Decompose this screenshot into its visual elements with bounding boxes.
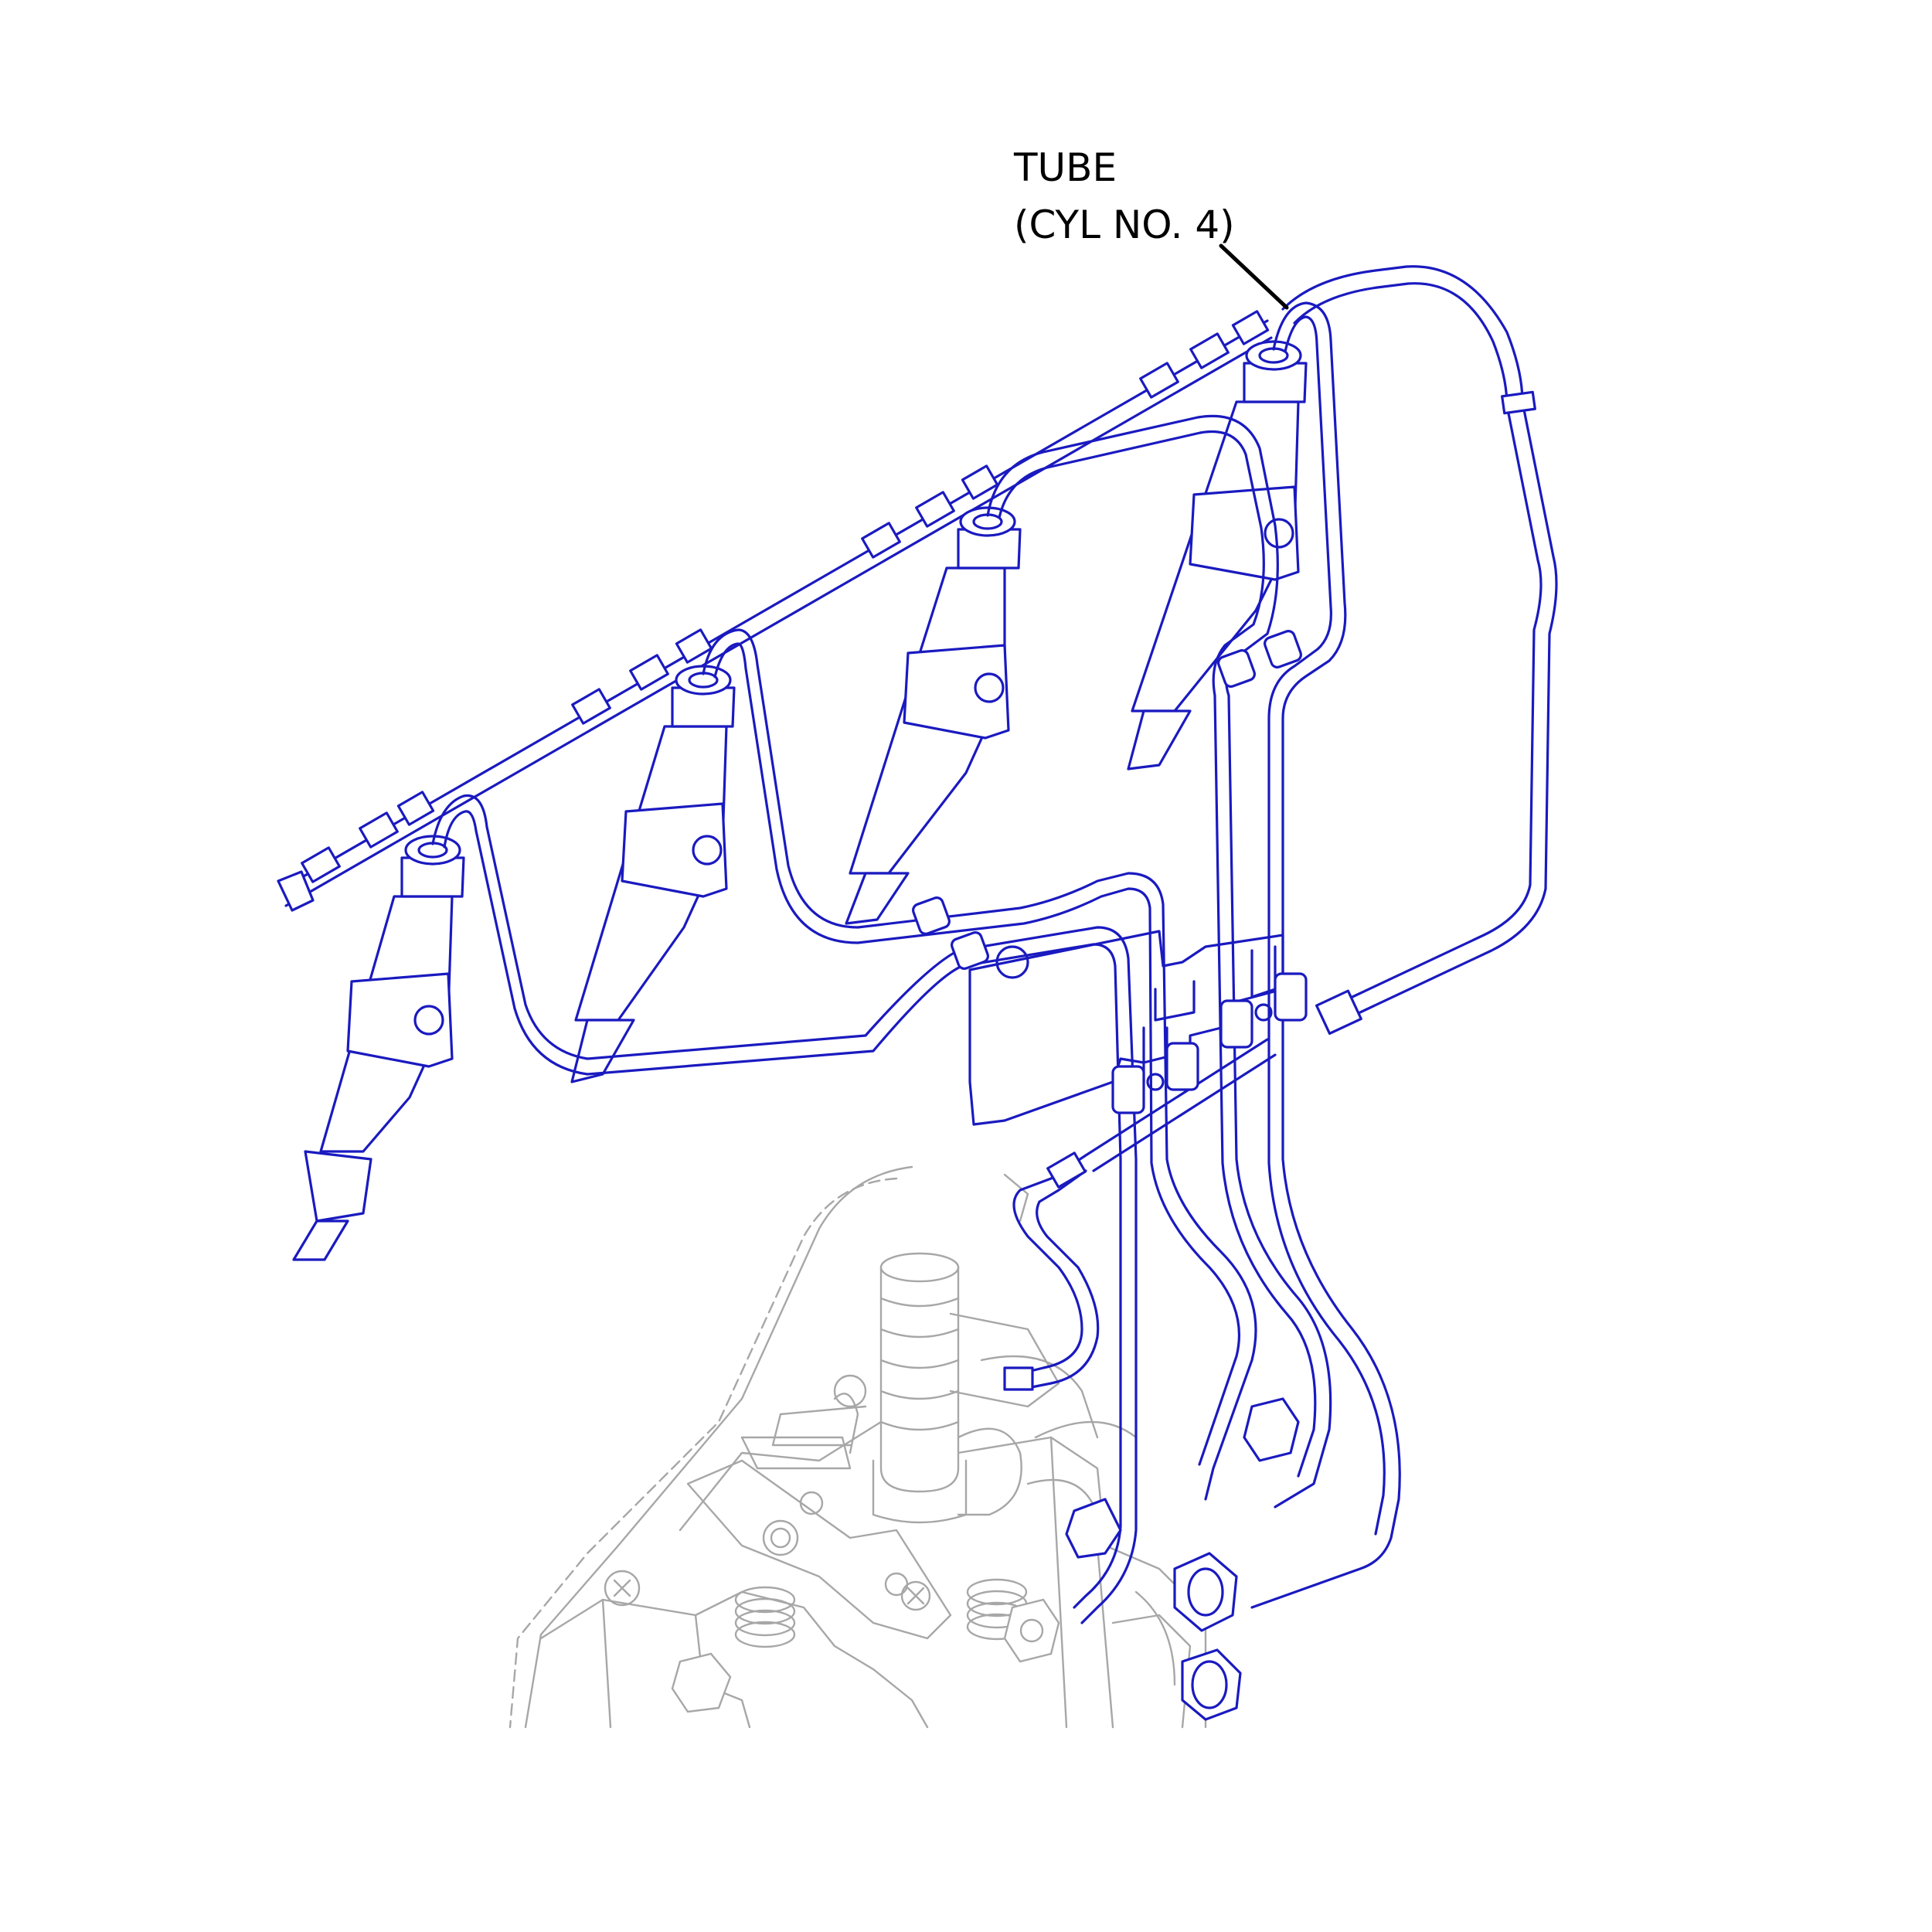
overflow-tube <box>1281 265 1558 1036</box>
injector-cyl-2 <box>570 665 736 1083</box>
tube-bracket <box>968 930 1284 1126</box>
tube-callout-label: TUBE (CYL NO. 4) <box>1014 139 1235 253</box>
injector-cyl-1 <box>292 835 465 1261</box>
leak-off-rail <box>277 310 1277 1391</box>
pump-outlet-fittings <box>1173 1552 1242 1721</box>
callout-leader-line <box>1219 243 1289 310</box>
tube-clamps <box>912 630 1308 1114</box>
callout-title: TUBE <box>1014 145 1117 190</box>
tube-cyl-2 <box>702 628 1257 1501</box>
tube-cyl-4 <box>1243 301 1401 1609</box>
tube-cyl-1 <box>431 794 1138 1624</box>
injection-pump <box>509 1165 1207 1729</box>
callout-subtitle: (CYL NO. 4) <box>1014 202 1235 247</box>
injector-cyl-3 <box>845 506 1022 925</box>
